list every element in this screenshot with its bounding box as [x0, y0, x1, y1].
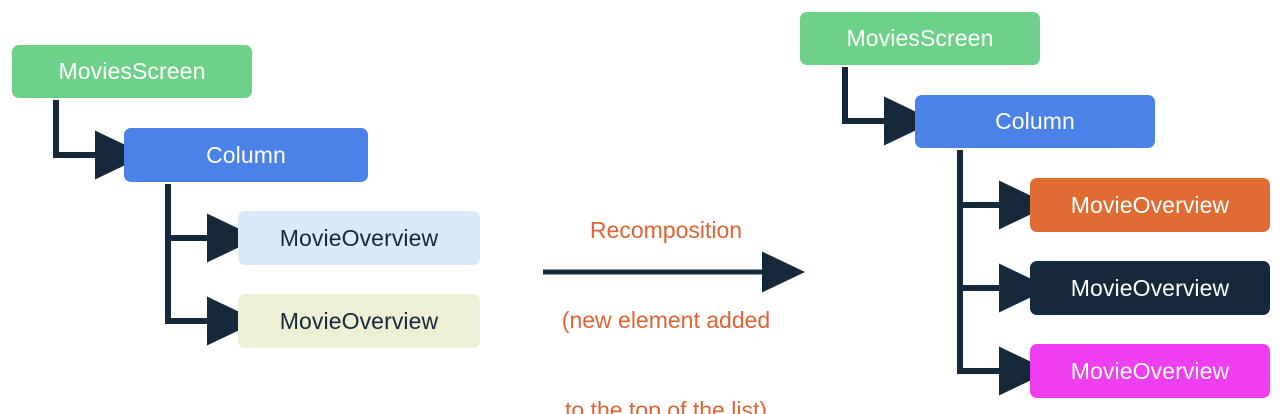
after-node-movie-overview-new: MovieOverview	[1030, 178, 1270, 232]
after-node-movie-overview-1-label: MovieOverview	[1070, 274, 1230, 301]
recomposition-label-line-1: Recomposition	[589, 217, 743, 243]
before-node-movie-overview-2: MovieOverview	[238, 294, 480, 348]
after-node-column: Column	[915, 95, 1155, 148]
after-node-movies-screen: MoviesScreen	[800, 12, 1040, 65]
connector-after-column-to-overview-new	[957, 150, 1051, 230]
before-node-column-label: Column	[206, 141, 286, 168]
recomposition-label-line-2: (new element added	[561, 307, 771, 333]
before-node-column: Column	[124, 128, 368, 182]
before-node-movie-overview-2-label: MovieOverview	[279, 307, 439, 334]
after-node-movie-overview-new-label: MovieOverview	[1070, 191, 1230, 218]
recomposition-label-line-3: to the top of the list)	[564, 397, 767, 414]
connector-before-column-to-overview-2	[165, 184, 259, 346]
connector-before-screen-to-column	[53, 100, 147, 180]
before-node-movies-screen: MoviesScreen	[12, 45, 252, 98]
before-node-movies-screen-label: MoviesScreen	[58, 58, 206, 84]
after-node-movie-overview-2-label: MovieOverview	[1070, 357, 1230, 384]
connector-after-screen-to-column	[842, 67, 936, 146]
after-node-column-label: Column	[995, 108, 1075, 134]
after-node-movies-screen-label: MoviesScreen	[846, 25, 994, 51]
recomposition-label: Recomposition (new element added to the …	[544, 155, 788, 414]
after-node-movie-overview-2: MovieOverview	[1030, 344, 1270, 398]
connector-after-column-to-overview-2	[957, 150, 1051, 396]
before-node-movie-overview-1: MovieOverview	[238, 211, 480, 265]
after-node-movie-overview-1: MovieOverview	[1030, 261, 1270, 315]
connector-after-column-to-overview-1	[957, 150, 1051, 313]
connector-before-column-to-overview-1	[165, 184, 259, 263]
before-node-movie-overview-1-label: MovieOverview	[279, 224, 439, 251]
